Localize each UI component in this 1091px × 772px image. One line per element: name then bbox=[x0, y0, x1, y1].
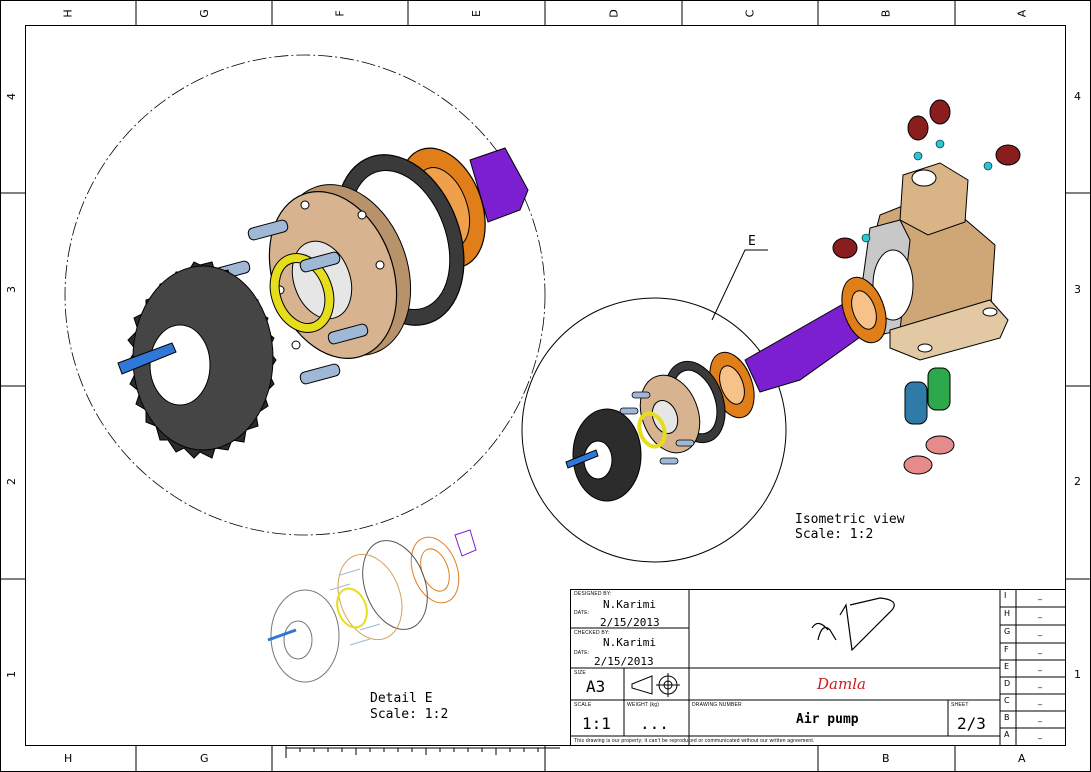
zone-row-4-left: 4 bbox=[5, 93, 18, 100]
designer-name: N.Karimi bbox=[603, 598, 656, 611]
spur-gear bbox=[127, 261, 277, 459]
drawing-scale: 1:1 bbox=[582, 714, 611, 733]
weight-label: WEIGHT (kg) bbox=[627, 702, 660, 708]
detail-e-circle bbox=[64, 54, 546, 536]
scale-label: SCALE bbox=[574, 702, 592, 708]
revision-letter: H bbox=[1004, 609, 1011, 618]
title-block bbox=[570, 589, 1066, 746]
weight-value: ... bbox=[640, 714, 669, 733]
zone-col-b-bottom: B bbox=[882, 752, 890, 765]
isometric-circle bbox=[521, 297, 787, 563]
revision-letter: B bbox=[1004, 713, 1010, 722]
revision-letter: A bbox=[1004, 730, 1010, 739]
zone-col-g-top: G bbox=[197, 9, 211, 18]
company-logo: Damla bbox=[817, 675, 866, 693]
zone-col-a-bottom: A bbox=[1018, 752, 1026, 765]
detail-callout bbox=[711, 249, 768, 321]
revision-value: _ bbox=[1038, 609, 1042, 618]
revision-letter: D bbox=[1004, 679, 1011, 688]
zone-col-a-top: A bbox=[1015, 9, 1029, 18]
design-date: 2/15/2013 bbox=[600, 616, 660, 629]
zone-row-2-right: 2 bbox=[1074, 475, 1081, 488]
detail-view-scale: Scale: 1:2 bbox=[370, 707, 449, 722]
designed-by-label: DESIGNED BY: bbox=[574, 591, 612, 597]
isometric-assembly bbox=[565, 99, 1021, 502]
revision-value: _ bbox=[1038, 627, 1042, 636]
checked-by-label: CHECKED BY: bbox=[574, 630, 610, 636]
signature bbox=[811, 597, 895, 652]
zone-row-3-right: 3 bbox=[1074, 283, 1081, 296]
zone-col-h-top: H bbox=[61, 9, 75, 18]
size-label: SIZE bbox=[574, 670, 586, 676]
detail-e-assembly bbox=[117, 147, 529, 459]
revision-letter: I bbox=[1004, 591, 1007, 600]
zone-row-1-left: 1 bbox=[5, 671, 18, 678]
revision-value: _ bbox=[1038, 696, 1042, 705]
revision-value: _ bbox=[1038, 730, 1042, 739]
revision-letter: G bbox=[1004, 627, 1011, 636]
isometric-view-scale: Scale: 1:2 bbox=[795, 527, 874, 542]
isometric-view-title: Isometric view bbox=[795, 512, 905, 527]
zone-row-3-left: 3 bbox=[5, 286, 18, 293]
ruler bbox=[285, 745, 560, 758]
zone-row-4-right: 4 bbox=[1074, 90, 1081, 103]
revision-value: _ bbox=[1038, 679, 1042, 688]
design-date-label: DATE: bbox=[574, 610, 590, 616]
detail-view-title: Detail E bbox=[370, 691, 433, 706]
checker-name: N.Karimi bbox=[603, 636, 656, 649]
sheet-number: 2/3 bbox=[957, 714, 986, 733]
detail-callout-letter: E bbox=[748, 234, 756, 249]
zone-col-e-top: E bbox=[469, 10, 483, 17]
revision-value: _ bbox=[1038, 591, 1042, 600]
zone-row-1-right: 1 bbox=[1074, 668, 1081, 681]
zone-row-2-left: 2 bbox=[5, 478, 18, 485]
drawing-number-label: DRAWING NUMBER bbox=[692, 702, 742, 708]
ownership-notice: This drawing is our property; it can't b… bbox=[574, 738, 815, 744]
zone-col-b-top: B bbox=[879, 9, 893, 18]
zone-col-f-top: F bbox=[333, 10, 347, 17]
detail-e-lineart bbox=[267, 529, 477, 683]
zone-col-d-top: D bbox=[607, 9, 621, 18]
inner-frame bbox=[25, 25, 1066, 746]
revision-letter: E bbox=[1004, 662, 1010, 671]
drawing-title: Air pump bbox=[796, 712, 859, 727]
sheet-size: A3 bbox=[586, 677, 606, 696]
revision-value: _ bbox=[1038, 645, 1042, 654]
sheet-label: SHEET bbox=[951, 702, 969, 708]
revision-letter: F bbox=[1004, 645, 1009, 654]
check-date: 2/15/2013 bbox=[594, 655, 654, 668]
revision-value: _ bbox=[1038, 662, 1042, 671]
check-date-label: DATE: bbox=[574, 650, 590, 656]
revision-letter: C bbox=[1004, 696, 1010, 705]
zone-col-g-bottom: G bbox=[200, 752, 209, 765]
zone-col-c-top: C bbox=[743, 9, 757, 18]
zone-col-h-bottom: H bbox=[64, 752, 73, 765]
revision-value: _ bbox=[1038, 713, 1042, 722]
